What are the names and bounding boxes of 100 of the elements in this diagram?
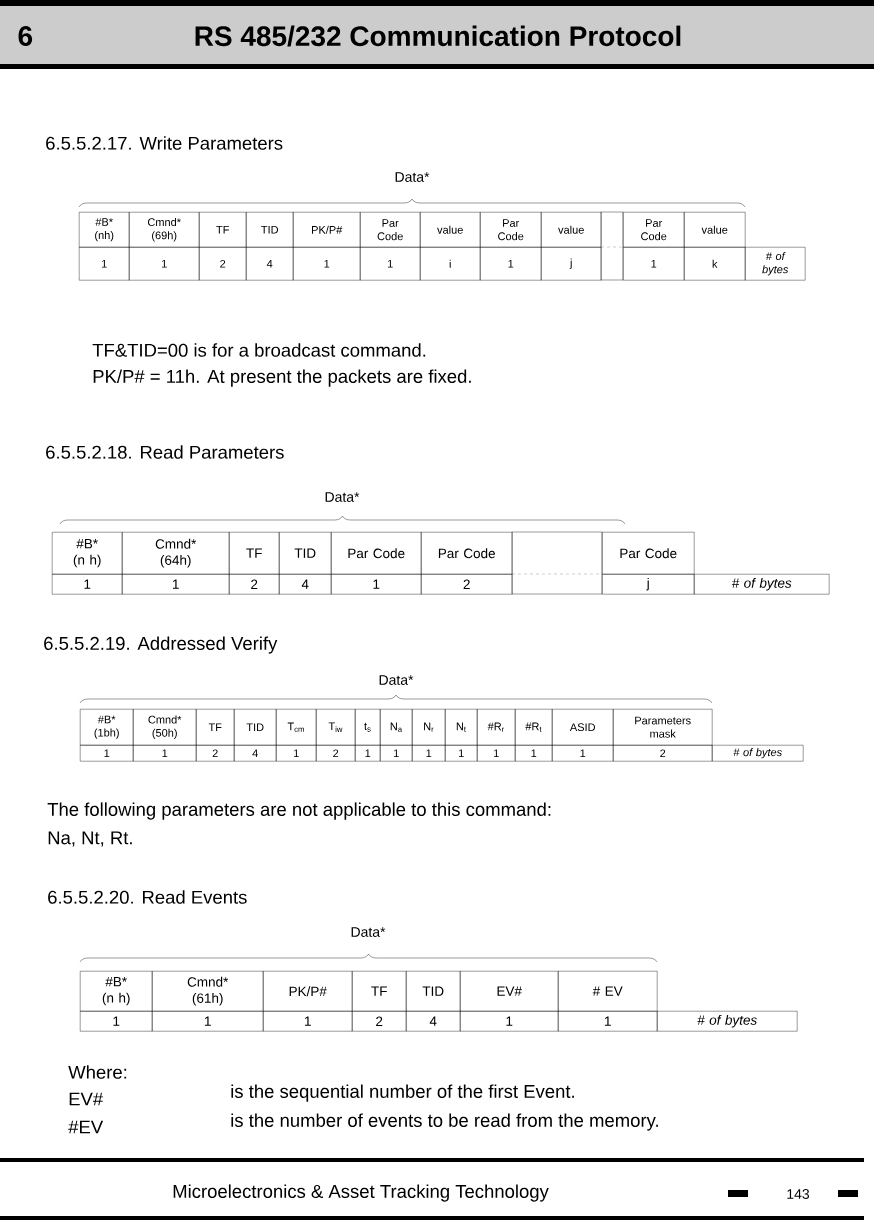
- table-cell: 1: [552, 745, 614, 762]
- table-cell: 2: [316, 745, 356, 762]
- table-cell: value: [541, 212, 602, 248]
- table-cell: 1: [412, 745, 446, 762]
- table-cell: j: [541, 247, 602, 281]
- table-cell: N$_{a}$: [380, 709, 413, 746]
- table-cell: value: [684, 212, 746, 248]
- table-cell: Par Code: [623, 212, 685, 248]
- table-cell: 1: [460, 1011, 559, 1032]
- table-cell: # of bytes: [694, 574, 830, 595]
- table-cell: 1: [360, 247, 421, 281]
- note: The following parameters are not applicable to this command:: [47, 802, 551, 820]
- table-cell: 2: [196, 745, 235, 762]
- table-cell: Par Code: [421, 532, 513, 575]
- table-cell: 4: [406, 1011, 461, 1032]
- table-cell: #R$_{t}$: [515, 709, 553, 746]
- table-cell: # of bytes: [745, 247, 806, 281]
- table-cell: Cmnd* (50h): [133, 709, 197, 746]
- table-cell: 1: [380, 745, 413, 762]
- table-cell: 1: [293, 247, 361, 281]
- table-cell: 1: [133, 745, 197, 762]
- data-label: Data*: [379, 675, 414, 685]
- table-cell: PK/P#: [293, 212, 361, 248]
- table-cell: 1: [623, 247, 685, 281]
- table-cell: #B* (1bh): [80, 709, 134, 746]
- table-cell: 1: [558, 1011, 658, 1032]
- table-cell: Cmnd* (64h): [122, 532, 230, 575]
- table-cell: 1: [515, 745, 553, 762]
- label: 6: [18, 26, 33, 46]
- table-cell: 4: [279, 574, 332, 595]
- table-cell: 1: [152, 1011, 264, 1032]
- table-cell: TID: [279, 532, 332, 575]
- table-cell: 1: [79, 247, 130, 281]
- definition: is the number of events to be read from the memory.: [231, 1113, 658, 1131]
- footer-text: Microelectronics & Asset Tracking Technology: [173, 1184, 549, 1202]
- table-cell: TF: [229, 532, 280, 575]
- section-heading: 6.5.5.2.18. Read Parameters: [46, 445, 284, 459]
- table-cell: 1: [129, 247, 200, 281]
- section-heading: 6.5.5.2.17. Write Parameters: [46, 136, 283, 150]
- table-cell: TF: [196, 709, 235, 746]
- table-cell: EV#: [460, 971, 559, 1012]
- data-label: Data*: [325, 492, 360, 502]
- diagram-title: RS 485/232 Communication Protocol: [195, 25, 681, 47]
- table-cell: Par Code: [602, 532, 695, 575]
- table-cell: 1: [80, 745, 134, 762]
- section-heading: 6.5.5.2.19. Addressed Verify: [44, 636, 278, 654]
- table-cell: 2: [229, 574, 280, 595]
- table-cell: 1: [480, 247, 542, 281]
- table-cell: 1: [80, 1011, 153, 1032]
- table-cell: k: [684, 247, 746, 281]
- table-cell: #B* (n h): [52, 532, 123, 575]
- table-cell: 1: [331, 574, 422, 595]
- table-cell: #B* (n h): [80, 971, 153, 1012]
- table-cell: T$_{cm}$: [276, 709, 317, 746]
- table-cell: 1: [477, 745, 516, 762]
- table-cell: Parameters mask: [613, 709, 713, 746]
- section-heading: 6.5.5.2.20. Read Events: [48, 890, 247, 904]
- table-cell: TF: [352, 971, 407, 1012]
- table-cell: 4: [234, 745, 277, 762]
- table-cell: 4: [246, 247, 294, 281]
- note: Na, Nt, Rt.: [48, 831, 132, 847]
- table-cell: PK/P#: [263, 971, 353, 1012]
- table-cell: 2: [421, 574, 513, 595]
- table-cell: #R$_{r}$: [477, 709, 516, 746]
- table-cell: Cmnd* (61h): [152, 971, 264, 1012]
- table-cell: TID: [234, 709, 277, 746]
- table-cell: 1: [122, 574, 230, 595]
- table-cell: 1: [276, 745, 317, 762]
- table-cell: t$_{s}$: [355, 709, 381, 746]
- table-cell: # EV: [558, 971, 658, 1012]
- table-cell: Par Code: [360, 212, 421, 248]
- table-cell: # of bytes: [712, 745, 804, 762]
- table-cell: N$_{r}$: [412, 709, 446, 746]
- page-number: 143: [787, 1189, 810, 1199]
- note: Where:: [68, 1065, 127, 1079]
- table-cell: 2: [199, 247, 247, 281]
- table-cell: 1: [445, 745, 478, 762]
- table-cell: j: [602, 574, 695, 595]
- term: #EV: [68, 1120, 104, 1134]
- note: PK/P# = 11h. At present the packets are fixed.: [93, 369, 471, 387]
- data-label: Data*: [395, 172, 430, 182]
- table-cell: value: [420, 212, 481, 248]
- header-bar: 6 RS 485/232 Communication Protocol: [0, 0, 874, 69]
- term: EV#: [69, 1092, 104, 1106]
- table-cell: 2: [352, 1011, 407, 1032]
- table-cell: Cmnd* (69h): [129, 212, 200, 248]
- table-cell: 1: [263, 1011, 353, 1032]
- table-cell: T$_{iw}$: [316, 709, 356, 746]
- table-cell: TF: [199, 212, 247, 248]
- table-cell: TID: [406, 971, 461, 1012]
- table-cell: Par Code: [480, 212, 542, 248]
- note: TF&TID=00 is for a broadcast command.: [92, 343, 426, 357]
- data-label: Data*: [351, 927, 386, 937]
- table-cell: ASID: [552, 709, 614, 746]
- table-cell: 1: [52, 574, 123, 595]
- table-cell: i: [420, 247, 481, 281]
- table-cell: Par Code: [331, 532, 422, 575]
- table-cell: #B* (nh): [79, 212, 130, 248]
- table-cell: # of bytes: [657, 1011, 798, 1032]
- table-cell: 2: [613, 745, 713, 762]
